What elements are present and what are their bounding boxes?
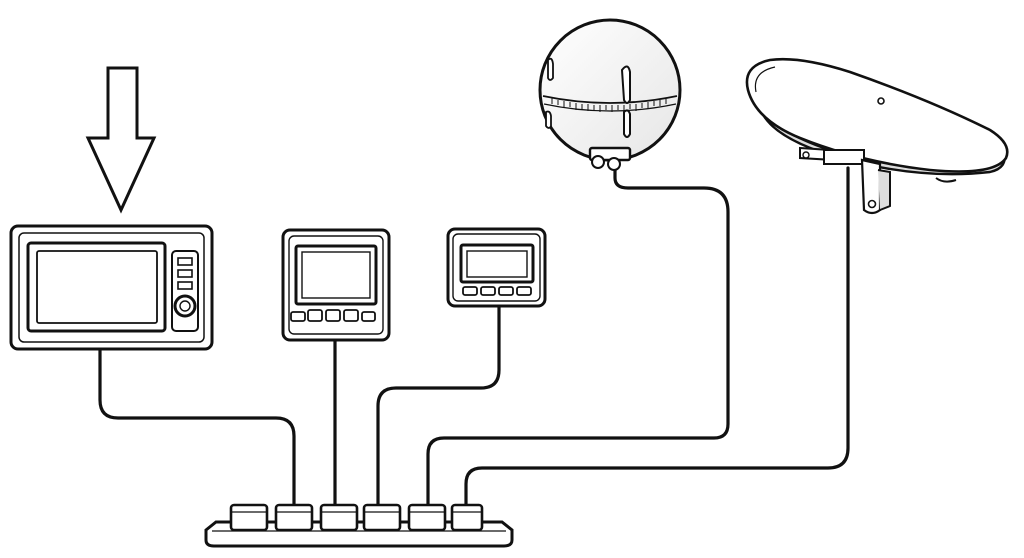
port-connector [274,503,314,532]
display-small-screen [459,243,535,284]
radar-antenna-device [745,57,1009,215]
rotary-knob-icon [173,294,197,318]
cable-gps-antenna [426,164,730,507]
cable-display-small [376,304,501,507]
cables [98,164,850,507]
key-icon [462,286,478,296]
chartplotter-device [9,224,214,351]
display-medium-screen [294,244,378,306]
network-hub [204,503,514,548]
port-connector [407,503,447,532]
key-icon [177,269,193,278]
key-icon [361,311,376,322]
key-icon [325,309,341,322]
cable-radar-antenna [464,166,850,507]
key-icon [290,311,306,322]
key-icon [177,257,193,266]
key-icon [516,286,532,296]
port-connector [362,503,402,532]
key-icon [480,286,496,296]
cable-chartplotter [98,348,296,507]
port-connector [319,503,359,532]
key-icon [307,309,323,322]
port-connector [229,503,269,532]
display-small-device [446,227,547,308]
key-icon [177,281,193,290]
key-icon [343,309,359,322]
display-medium-device [281,228,391,342]
gps-antenna-device [538,18,682,171]
port-connector [450,503,484,532]
arrow-down-icon [85,66,157,214]
key-icon [498,286,514,296]
